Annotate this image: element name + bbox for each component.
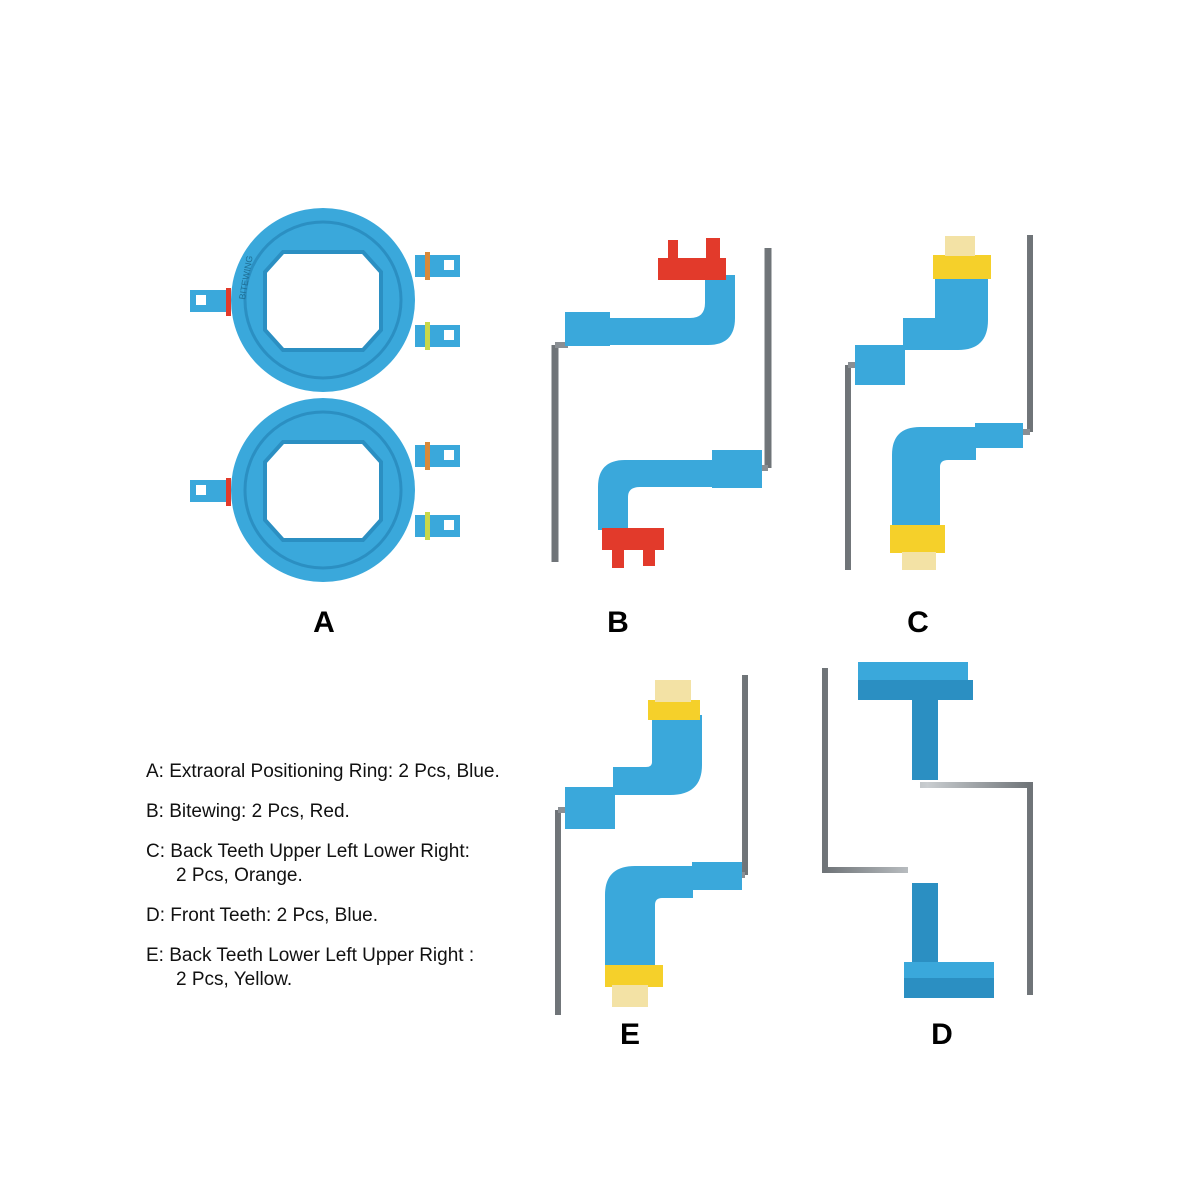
legend-line: E: Back Teeth Lower Left Upper Right : bbox=[146, 945, 475, 966]
legend-item-c: C: Back Teeth Upper Left Lower Right: 2 … bbox=[146, 840, 500, 888]
legend: A: Extraoral Positioning Ring: 2 Pcs, Bl… bbox=[146, 760, 500, 1008]
legend-item-a: A: Extraoral Positioning Ring: 2 Pcs, Bl… bbox=[146, 760, 500, 784]
label-c: C bbox=[907, 606, 929, 639]
legend-line: A: Extraoral Positioning Ring: 2 Pcs, Bl… bbox=[146, 761, 500, 782]
positioning-ring-bottom bbox=[190, 398, 460, 582]
label-a: A bbox=[313, 606, 335, 639]
front-teeth-holder bbox=[822, 662, 1033, 998]
back-teeth-holder-e bbox=[555, 675, 748, 1015]
bitewing-holder bbox=[551, 238, 772, 568]
legend-line: D: Front Teeth: 2 Pcs, Blue. bbox=[146, 905, 378, 926]
label-e: E bbox=[619, 1018, 640, 1051]
legend-line-2: 2 Pcs, Orange. bbox=[176, 865, 303, 886]
legend-item-e: E: Back Teeth Lower Left Upper Right : 2… bbox=[146, 944, 500, 992]
positioning-ring-top bbox=[190, 208, 460, 392]
legend-item-b: B: Bitewing: 2 Pcs, Red. bbox=[146, 800, 500, 824]
label-b: B bbox=[607, 606, 629, 639]
back-teeth-holder-c bbox=[845, 235, 1033, 570]
legend-item-d: D: Front Teeth: 2 Pcs, Blue. bbox=[146, 904, 500, 928]
legend-line: B: Bitewing: 2 Pcs, Red. bbox=[146, 801, 350, 822]
legend-line-2: 2 Pcs, Yellow. bbox=[176, 969, 293, 990]
label-d: D bbox=[931, 1018, 953, 1051]
legend-line: C: Back Teeth Upper Left Lower Right: bbox=[146, 841, 470, 862]
